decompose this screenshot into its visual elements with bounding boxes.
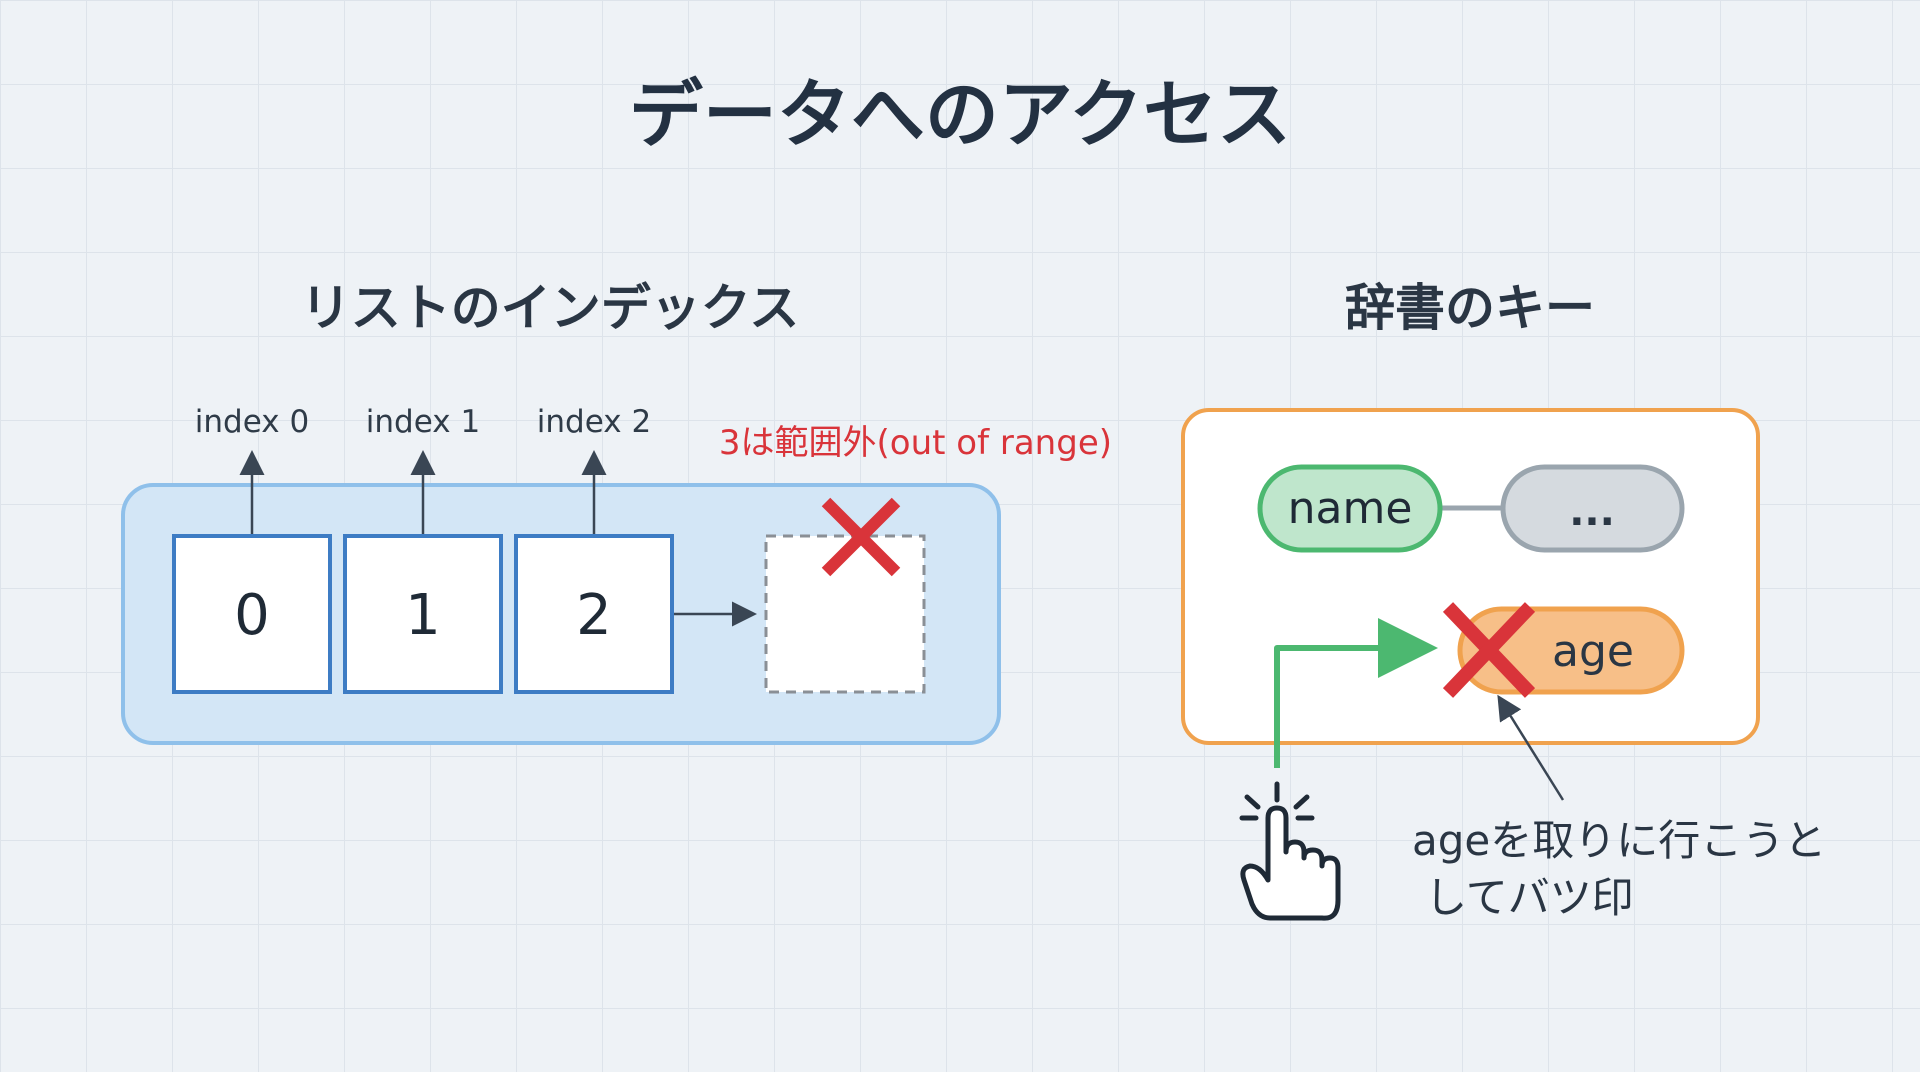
dict-key-name-label: name: [1288, 483, 1413, 534]
list-cell-value: 2: [576, 583, 612, 648]
error-x-icon: [1442, 602, 1536, 698]
list-section-heading: リストのインデックス: [301, 279, 800, 337]
index-label-0: index 0: [195, 404, 309, 440]
lookup-arrow: [1274, 618, 1438, 768]
list-cell-0: [172, 534, 332, 694]
out-of-range-label: 3は範囲外(out of range): [719, 423, 1112, 463]
error-x-icon: [821, 497, 901, 577]
dict-section-heading: 辞書のキー: [1345, 279, 1595, 337]
index-label-1: index 1: [366, 404, 480, 440]
dict-container: [1181, 408, 1760, 745]
note-line-2: してバツ印: [1425, 873, 1634, 922]
note-line-1: ageを取りに行こうと: [1412, 816, 1826, 865]
dict-value-placeholder-label: ...: [1569, 489, 1615, 535]
dict-key-name: [1257, 464, 1443, 553]
note-pointer-arrow: [1497, 694, 1565, 801]
dict-key-age-label: age: [1552, 626, 1634, 677]
list-cell-2: [514, 534, 674, 694]
index-label-text: index 0: [195, 404, 309, 440]
out-of-range-slot: [764, 534, 926, 694]
page-title: データへのアクセス: [629, 72, 1291, 158]
index-label-2: index 2: [537, 404, 651, 440]
list-cell-value: 0: [234, 583, 270, 648]
list-cell-1: [343, 534, 503, 694]
list-cell-value: 1: [405, 583, 441, 648]
index-label-text: index 1: [366, 404, 480, 440]
pointing-hand-icon: [1239, 781, 1341, 921]
dict-value-placeholder: [1500, 464, 1685, 553]
index-label-text: index 2: [537, 404, 651, 440]
